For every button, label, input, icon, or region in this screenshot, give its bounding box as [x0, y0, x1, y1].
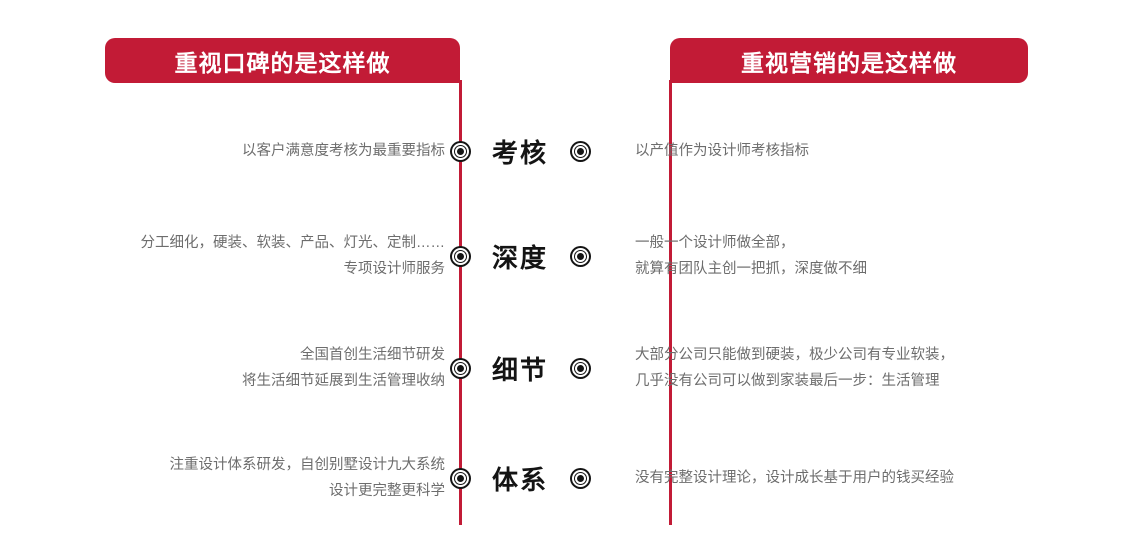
comparison-row: 分工细化，硬装、软装、产品、灯光、定制…… 专项设计师服务 深度 一般一个设计师…	[0, 228, 1130, 284]
row-left-text: 注重设计体系研发，自创别墅设计九大系统 设计更完整更科学	[169, 457, 446, 499]
bullseye-icon	[571, 247, 589, 265]
row-right-text: 没有完整设计理论，设计成长基于用户的钱买经验	[635, 470, 954, 486]
row-category-label: 细节	[491, 354, 548, 385]
bullseye-icon	[451, 359, 469, 377]
bullet-slot-right	[565, 469, 595, 487]
row-right-text: 大部分公司只能做到硬装，极少公司有专业软装， 几乎没有公司可以做到家装最后一步：…	[635, 347, 954, 389]
bullet-slot-right	[565, 247, 595, 265]
bullseye-icon	[451, 142, 469, 160]
bullet-slot-right	[565, 359, 595, 377]
bullet-slot-left	[445, 359, 475, 377]
row-right-text: 以产值作为设计师考核指标	[635, 143, 809, 159]
bullseye-icon	[571, 469, 589, 487]
comparison-row: 注重设计体系研发，自创别墅设计九大系统 设计更完整更科学 体系 没有完整设计理论…	[0, 450, 1130, 506]
bullet-slot-right	[565, 142, 595, 160]
header-pill-left: 重视口碑的是这样做	[105, 38, 460, 83]
row-category-label: 体系	[491, 464, 548, 495]
bullet-slot-left	[445, 247, 475, 265]
row-left-text: 全国首创生活细节研发 将生活细节延展到生活管理收纳	[242, 347, 445, 389]
row-right-text: 一般一个设计师做全部， 就算有团队主创一把抓，深度做不细	[635, 235, 867, 277]
header-pill-right: 重视营销的是这样做	[670, 38, 1028, 83]
timeline-rail-left	[459, 80, 462, 525]
bullseye-icon	[451, 247, 469, 265]
comparison-row: 全国首创生活细节研发 将生活细节延展到生活管理收纳 细节 大部分公司只能做到硬装…	[0, 340, 1130, 396]
row-category-label: 考核	[491, 137, 548, 168]
bullseye-icon	[571, 142, 589, 160]
timeline-rail-right	[669, 80, 672, 525]
bullet-slot-left	[445, 469, 475, 487]
row-left-text: 分工细化，硬装、软装、产品、灯光、定制…… 专项设计师服务	[140, 235, 446, 277]
bullet-slot-left	[445, 142, 475, 160]
row-left-text: 以客户满意度考核为最重要指标	[242, 143, 445, 159]
bullseye-icon	[451, 469, 469, 487]
bullseye-icon	[571, 359, 589, 377]
row-category-label: 深度	[491, 242, 548, 273]
comparison-row: 以客户满意度考核为最重要指标 考核 以产值作为设计师考核指标	[0, 128, 1130, 174]
